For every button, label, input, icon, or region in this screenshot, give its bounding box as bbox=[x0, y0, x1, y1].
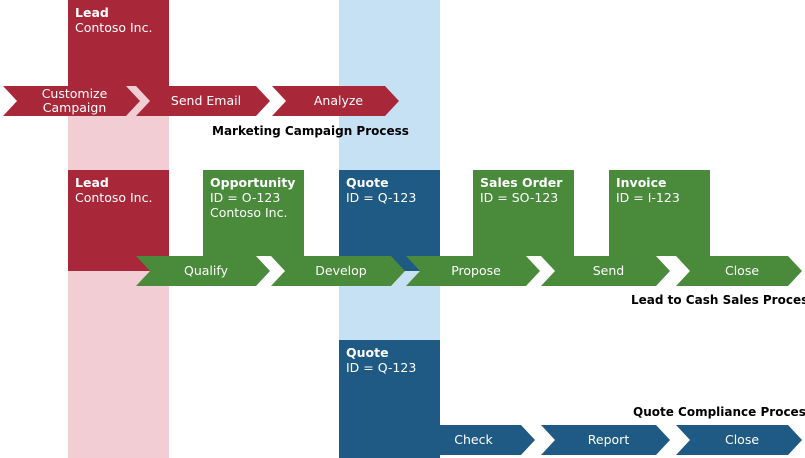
opportunity-card-id: ID = O-123 bbox=[210, 190, 281, 205]
lead-card-mid-company: Contoso Inc. bbox=[75, 190, 153, 205]
step-send-email-label: Send Email bbox=[170, 93, 242, 108]
step-report[interactable]: Report bbox=[541, 425, 670, 455]
opportunity-card: Opportunity ID = O-123 Contoso Inc. bbox=[203, 170, 304, 256]
step-propose[interactable]: Propose bbox=[406, 256, 540, 286]
step-send-email[interactable]: Send Email bbox=[136, 86, 270, 116]
lead-card-top: Lead Contoso Inc. bbox=[68, 0, 169, 86]
lead-card-top-company: Contoso Inc. bbox=[75, 20, 153, 35]
lead-card-top-title: Lead bbox=[75, 5, 109, 20]
step-report-label: Report bbox=[587, 432, 630, 447]
step-analyze-label: Analyze bbox=[313, 93, 364, 108]
sales-order-card-title: Sales Order bbox=[480, 175, 563, 190]
step-develop[interactable]: Develop bbox=[271, 256, 405, 286]
opportunity-card-title: Opportunity bbox=[210, 175, 296, 190]
step-close-quote-label: Close bbox=[724, 432, 760, 447]
step-qualify-label: Qualify bbox=[184, 263, 228, 278]
step-propose-label: Propose bbox=[451, 263, 501, 278]
opportunity-card-company: Contoso Inc. bbox=[210, 205, 288, 220]
sales-order-card: Sales Order ID = SO-123 bbox=[473, 170, 574, 256]
quote-card-mid-title: Quote bbox=[346, 175, 389, 190]
invoice-card: Invoice ID = I-123 bbox=[609, 170, 710, 256]
step-customize-campaign-label: Customize Campaign bbox=[41, 86, 108, 115]
quote-card-bottom-title: Quote bbox=[346, 345, 389, 360]
quote-card-mid: Quote ID = Q-123 bbox=[339, 170, 440, 271]
quote-card-mid-id: ID = Q-123 bbox=[346, 190, 417, 205]
step-close-sales[interactable]: Close bbox=[676, 256, 802, 286]
step-check-label: Check bbox=[454, 432, 493, 447]
marketing-process-label: Marketing Campaign Process bbox=[212, 124, 409, 138]
step-send-label: Send bbox=[592, 263, 625, 278]
quote-process-label: Quote Compliance Process bbox=[633, 405, 805, 419]
invoice-card-id: ID = I-123 bbox=[616, 190, 680, 205]
step-close-sales-label: Close bbox=[724, 263, 760, 278]
step-check[interactable]: Check bbox=[406, 425, 535, 455]
quote-card-bottom-id: ID = Q-123 bbox=[346, 360, 417, 375]
step-customize-campaign[interactable]: Customize Campaign bbox=[3, 86, 140, 116]
sales-process-label: Lead to Cash Sales Process bbox=[631, 293, 805, 307]
lead-card-mid: Lead Contoso Inc. bbox=[68, 170, 169, 271]
sales-order-card-id: ID = SO-123 bbox=[480, 190, 559, 205]
lead-card-mid-title: Lead bbox=[75, 175, 109, 190]
step-send[interactable]: Send bbox=[541, 256, 670, 286]
step-analyze[interactable]: Analyze bbox=[272, 86, 399, 116]
step-develop-label: Develop bbox=[315, 263, 367, 278]
invoice-card-title: Invoice bbox=[616, 175, 667, 190]
step-close-quote[interactable]: Close bbox=[676, 425, 802, 455]
step-qualify[interactable]: Qualify bbox=[136, 256, 270, 286]
